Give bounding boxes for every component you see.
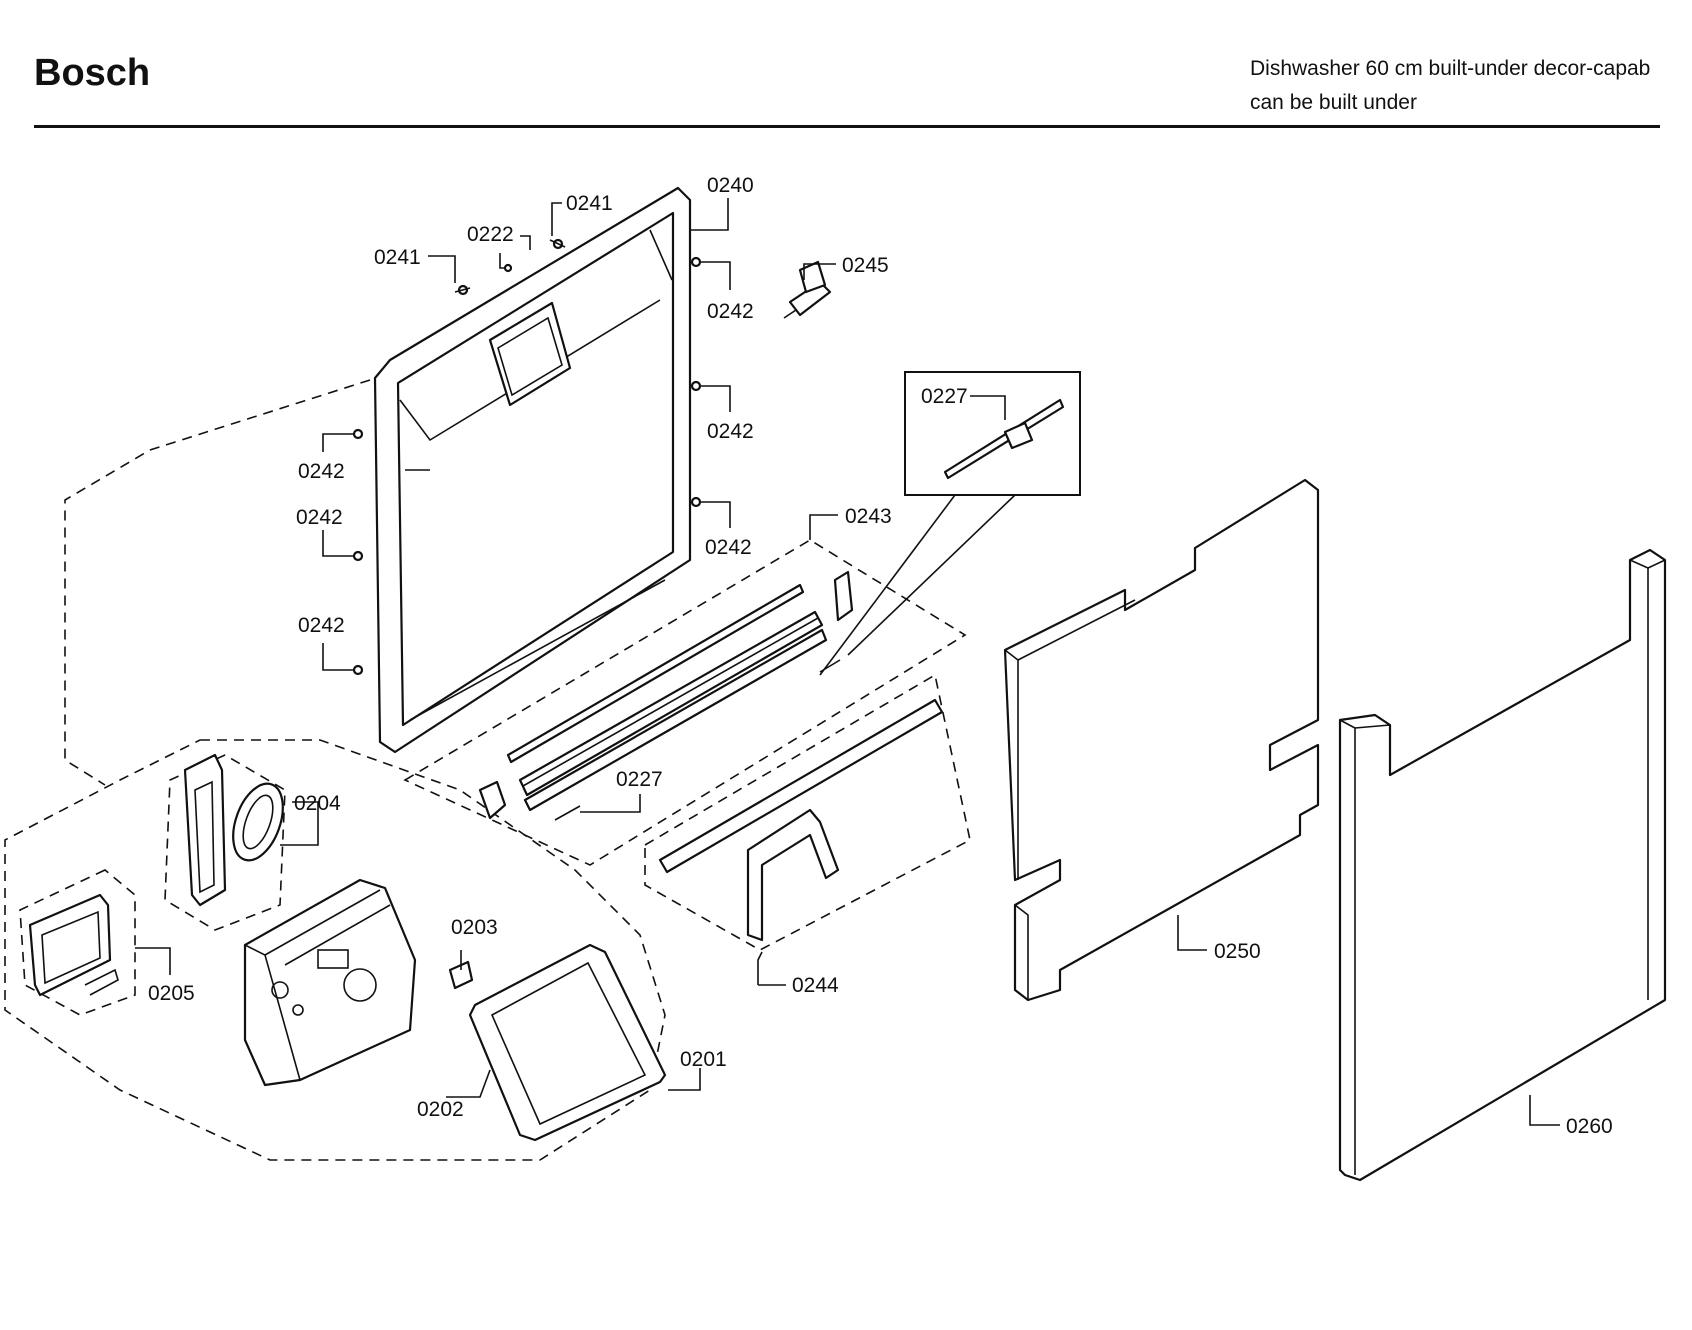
group-outline-0204	[164, 754, 286, 931]
label-0260: 0260	[1566, 1115, 1613, 1138]
label-0244: 0244	[792, 974, 839, 997]
appliance-description: Dishwasher 60 cm built-under decor-capab…	[1250, 52, 1650, 120]
label-0242-right-2: 0242	[707, 420, 754, 443]
group-outline-0243	[403, 539, 967, 866]
label-0202: 0202	[417, 1098, 464, 1121]
panel-0205	[28, 893, 119, 997]
inset-leader-a	[819, 494, 956, 676]
label-0227-inset: 0227	[921, 385, 968, 408]
inner-door-frame-0240	[373, 186, 692, 754]
label-0203: 0203	[451, 916, 498, 939]
screw-0242-r3	[690, 496, 702, 508]
inset-box-0227	[904, 371, 1081, 496]
gasket-0204	[183, 753, 284, 907]
label-0205: 0205	[148, 982, 195, 1005]
description-line-1: Dishwasher 60 cm built-under decor-capab	[1250, 57, 1651, 80]
screw-0242-r2	[690, 380, 702, 392]
knob-0203	[448, 960, 474, 990]
screw-0242-r1	[690, 256, 702, 268]
label-0250: 0250	[1214, 940, 1261, 963]
header-rule	[34, 125, 1660, 128]
screw-0242-l3	[352, 664, 364, 676]
leader-lines	[135, 198, 1560, 1126]
screw-0242-l2	[352, 550, 364, 562]
group-outline-door-assembly	[64, 379, 371, 786]
rail-assembly-0244	[658, 698, 944, 942]
label-0242-right-3: 0242	[705, 536, 752, 559]
label-0241-left: 0241	[374, 246, 421, 269]
label-0204: 0204	[294, 792, 341, 815]
label-0242-left-2: 0242	[296, 506, 343, 529]
group-outline-0244	[644, 673, 971, 951]
label-0242-left-3: 0242	[298, 614, 345, 637]
screw-0242-l1	[352, 428, 364, 440]
screw-0241-left	[454, 284, 471, 296]
group-outline-0205	[19, 869, 136, 1016]
label-0242-left-1: 0242	[298, 460, 345, 483]
description-line-2: can be built under	[1250, 91, 1417, 114]
side-panel-0250	[1003, 478, 1320, 1002]
label-0243: 0243	[845, 505, 892, 528]
end-panel-0260	[1338, 548, 1667, 1182]
brand-title: Bosch	[34, 52, 151, 94]
screw-0241-top	[549, 238, 566, 250]
label-0242-right-1: 0242	[707, 300, 754, 323]
panel-frame-0202	[468, 943, 667, 1142]
label-0227: 0227	[616, 768, 663, 791]
seal-strips-0243	[478, 570, 854, 821]
label-0201: 0201	[680, 1048, 727, 1071]
control-module-0201	[243, 878, 417, 1087]
label-0245: 0245	[842, 254, 889, 277]
inset-leader-b	[847, 494, 1016, 656]
label-0240: 0240	[707, 174, 754, 197]
label-0241-top: 0241	[566, 192, 613, 215]
hinge-clip-0245	[783, 260, 832, 319]
group-outline-control-panel	[4, 739, 666, 1161]
label-0222: 0222	[467, 223, 514, 246]
